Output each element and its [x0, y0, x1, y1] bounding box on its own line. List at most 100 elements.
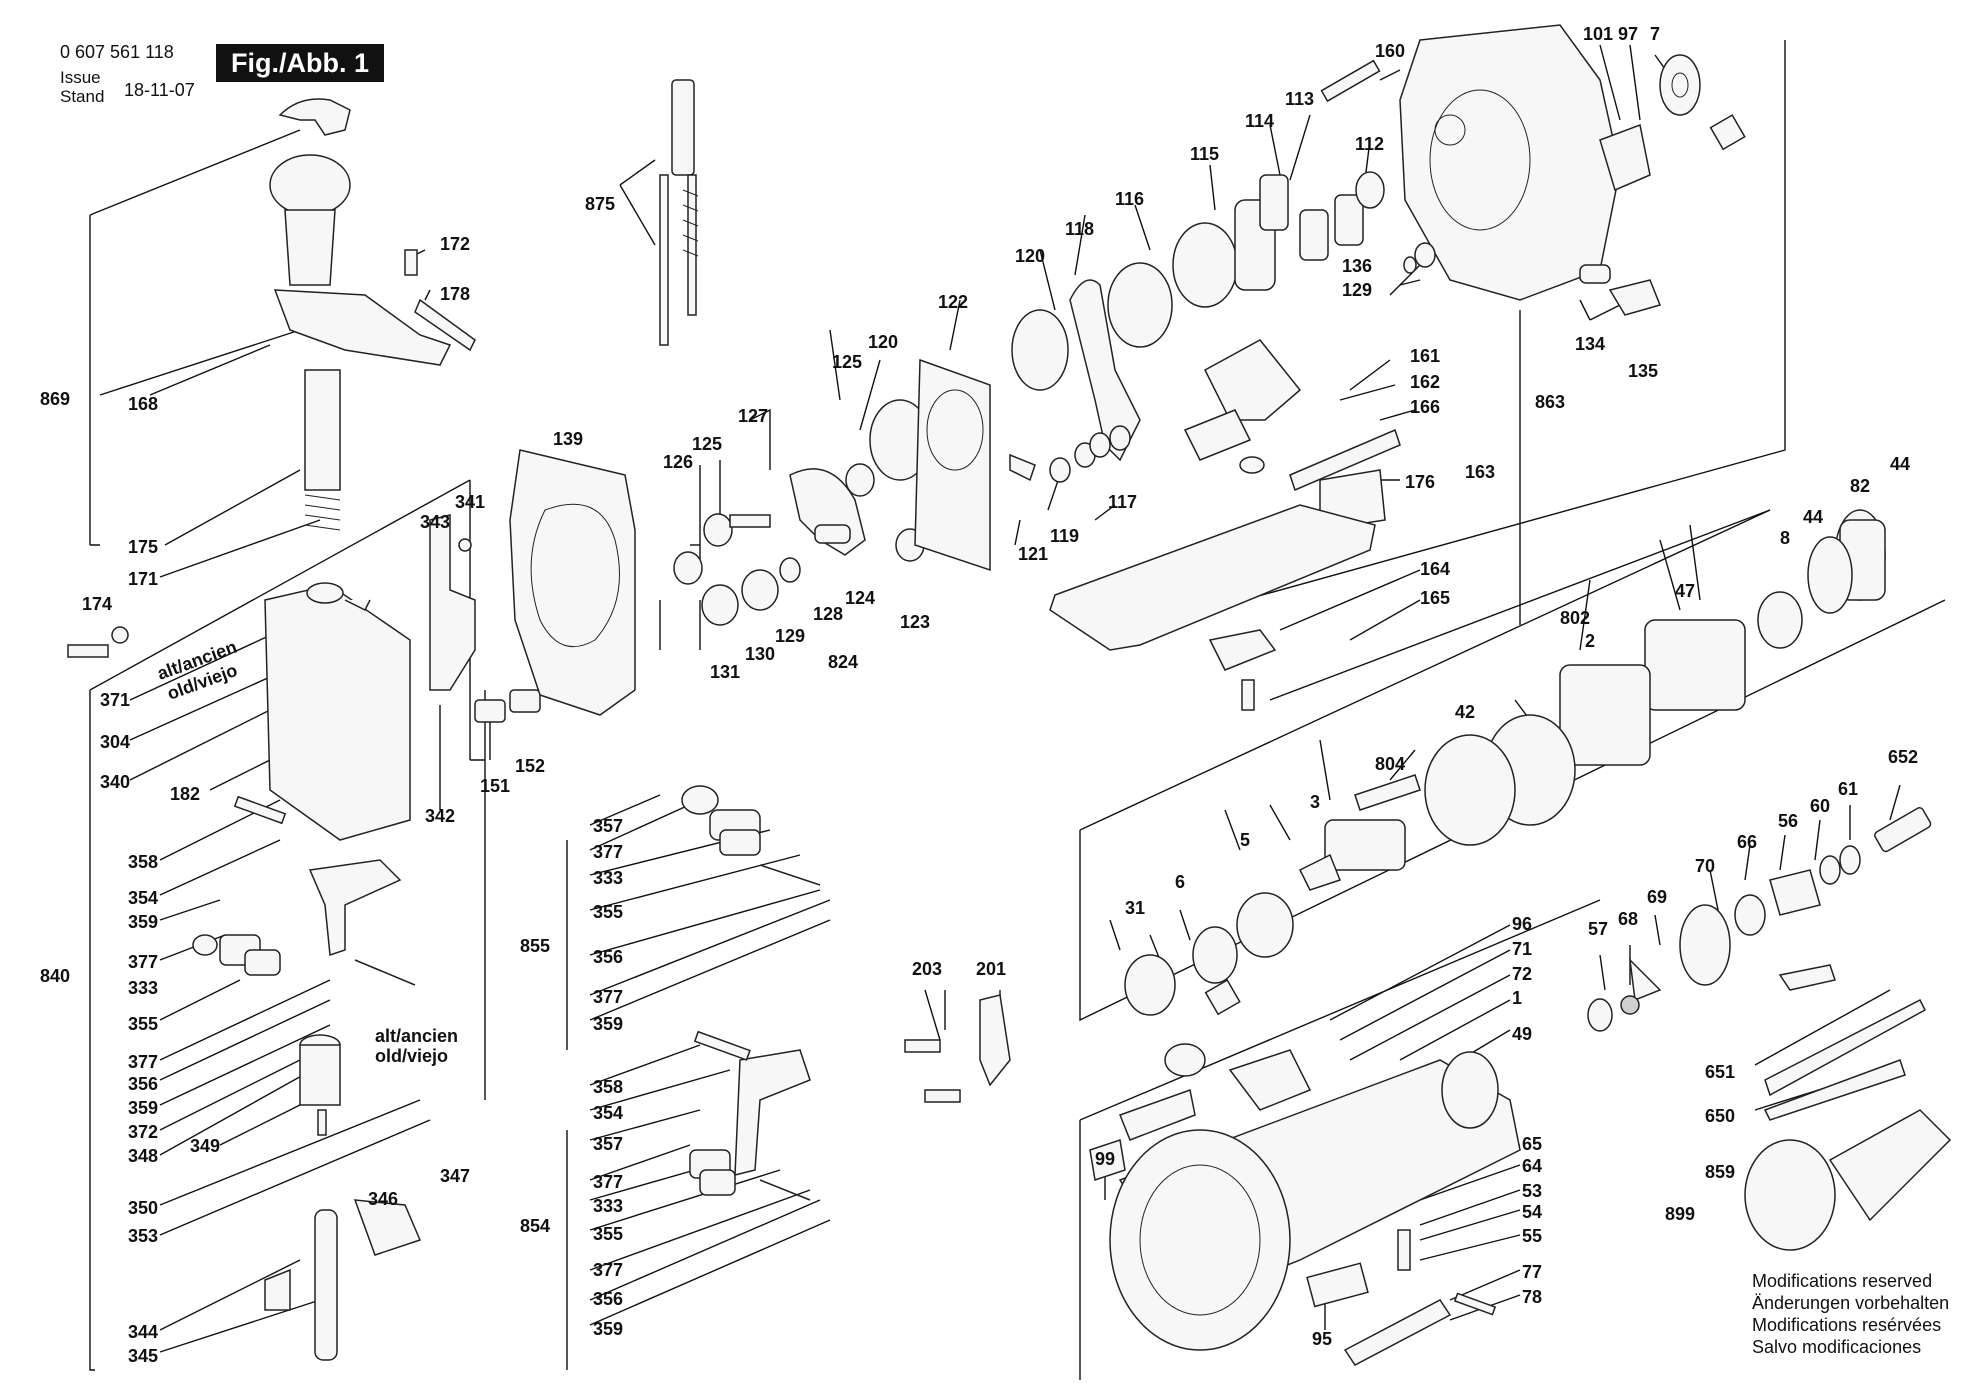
- label-162: 162: [1410, 372, 1440, 392]
- part-125b-washer: [845, 463, 875, 497]
- label-7: 7: [1650, 24, 1660, 44]
- part-172-screw: [404, 249, 418, 276]
- part-119-circlip: [1049, 457, 1071, 483]
- label-6: 6: [1175, 872, 1185, 892]
- part-5-end: [1298, 853, 1341, 891]
- mod-line: Modifications resérvées: [1752, 1315, 1942, 1335]
- label-899: 899: [1665, 1204, 1695, 1224]
- part-174-screw: [67, 644, 109, 658]
- label-174: 174: [82, 594, 112, 614]
- part-804-vane: [1354, 774, 1421, 811]
- label-855: 855: [520, 936, 550, 956]
- leader-lines: [99, 44, 1901, 1353]
- label-134: 134: [1575, 334, 1605, 354]
- label-61: 61: [1838, 779, 1858, 799]
- label-49: 49: [1512, 1024, 1532, 1044]
- part-120b-oring: [1011, 309, 1069, 391]
- label-66: 66: [1737, 832, 1757, 852]
- label-119: 119: [1050, 526, 1079, 546]
- label-161: 161: [1410, 346, 1440, 366]
- part-117c: [1109, 425, 1131, 451]
- label-359: 359: [128, 912, 158, 932]
- part-114-needle: [1259, 174, 1289, 231]
- label-160: 160: [1375, 41, 1405, 61]
- label-356b: 356: [593, 947, 623, 967]
- bracket-840-right: [470, 690, 486, 1100]
- part-160-screw: [1320, 59, 1381, 103]
- part-855-pin: [759, 864, 821, 886]
- label-69: 69: [1647, 887, 1667, 907]
- label-97: 97: [1618, 24, 1638, 44]
- part-112-washer: [1355, 171, 1385, 209]
- label-372: 372: [128, 1122, 158, 1142]
- part-356-pin: [354, 959, 416, 986]
- part-341-screw: [458, 538, 472, 552]
- label-60: 60: [1810, 796, 1830, 816]
- part-57-washer: [1587, 998, 1613, 1032]
- part-6-icon: [1204, 979, 1241, 1016]
- label-359b: 359: [128, 1098, 158, 1118]
- label-652: 652: [1888, 747, 1918, 767]
- label-201: 201: [976, 959, 1006, 979]
- part-1-front: [1109, 1129, 1291, 1351]
- label-341: 341: [455, 492, 485, 512]
- label-117: 117: [1108, 492, 1137, 512]
- label-72: 72: [1512, 964, 1532, 984]
- label-42: 42: [1455, 702, 1475, 722]
- label-53: 53: [1522, 1181, 1542, 1201]
- label-333: 333: [128, 978, 158, 998]
- part-168-foot: [273, 289, 452, 366]
- part-854-pin: [759, 1179, 811, 1201]
- label-55: 55: [1522, 1226, 1542, 1246]
- part-97-plate: [1599, 123, 1651, 192]
- part-56-nut: [1769, 869, 1821, 916]
- label-3: 3: [1310, 792, 1320, 812]
- label-68: 68: [1618, 909, 1638, 929]
- stand-label: Stand: [60, 87, 105, 106]
- part-122-plate: [914, 358, 991, 572]
- part-348-screw: [317, 1109, 327, 1136]
- part-899-nozzle: [1744, 1139, 1836, 1251]
- part-139-opening: [530, 503, 620, 648]
- part-126-circlip: [673, 551, 703, 585]
- part-165-screw: [1241, 679, 1255, 711]
- label-78: 78: [1522, 1287, 1542, 1307]
- label-2: 2: [1585, 631, 1595, 651]
- label-355c: 355: [593, 1224, 623, 1244]
- part-166-wrench: [1289, 428, 1401, 492]
- part-42b-oring: [1424, 734, 1516, 846]
- label-651: 651: [1705, 1062, 1735, 1082]
- part-130-roller: [741, 569, 779, 611]
- part-353-clip: [264, 1268, 291, 1311]
- label-377c: 377: [593, 842, 623, 862]
- issue-label: Issue: [60, 68, 101, 87]
- modifications-note: Modifications reserved Änderungen vorbeh…: [1752, 1270, 1949, 1358]
- label-377e: 377: [593, 1172, 623, 1192]
- label-357b: 357: [593, 1134, 623, 1154]
- part-118-spring: [1069, 279, 1141, 462]
- label-125: 125: [692, 434, 722, 454]
- label-65: 65: [1522, 1134, 1542, 1154]
- part-203a-screw: [904, 1039, 941, 1053]
- part-66-oring: [1734, 894, 1766, 936]
- label-804: 804: [1375, 754, 1405, 774]
- label-333b: 333: [593, 868, 623, 888]
- label-377b: 377: [128, 1052, 158, 1072]
- part-354-bracket: [308, 859, 402, 957]
- part-854-rod: [693, 1030, 751, 1061]
- label-5: 5: [1240, 830, 1250, 850]
- issue-stand-labels: Issue Stand: [60, 68, 104, 106]
- frame-motor: [1079, 509, 1946, 1022]
- label-151: 151: [480, 776, 510, 796]
- label-359c: 359: [593, 1014, 623, 1034]
- part-1-bore: [1139, 1164, 1261, 1316]
- part-854-bracket: [734, 1049, 811, 1176]
- part-113-needle: [1299, 209, 1329, 261]
- callout-labels: 869 168 172 178 175 171 174 371 304 340 …: [40, 24, 1918, 1366]
- label-357: 357: [593, 816, 623, 836]
- label-118: 118: [1065, 219, 1094, 239]
- part-95-label: [1306, 1262, 1369, 1308]
- part-68-ball: [1620, 995, 1640, 1015]
- label-203: 203: [912, 959, 942, 979]
- label-358b: 358: [593, 1077, 623, 1097]
